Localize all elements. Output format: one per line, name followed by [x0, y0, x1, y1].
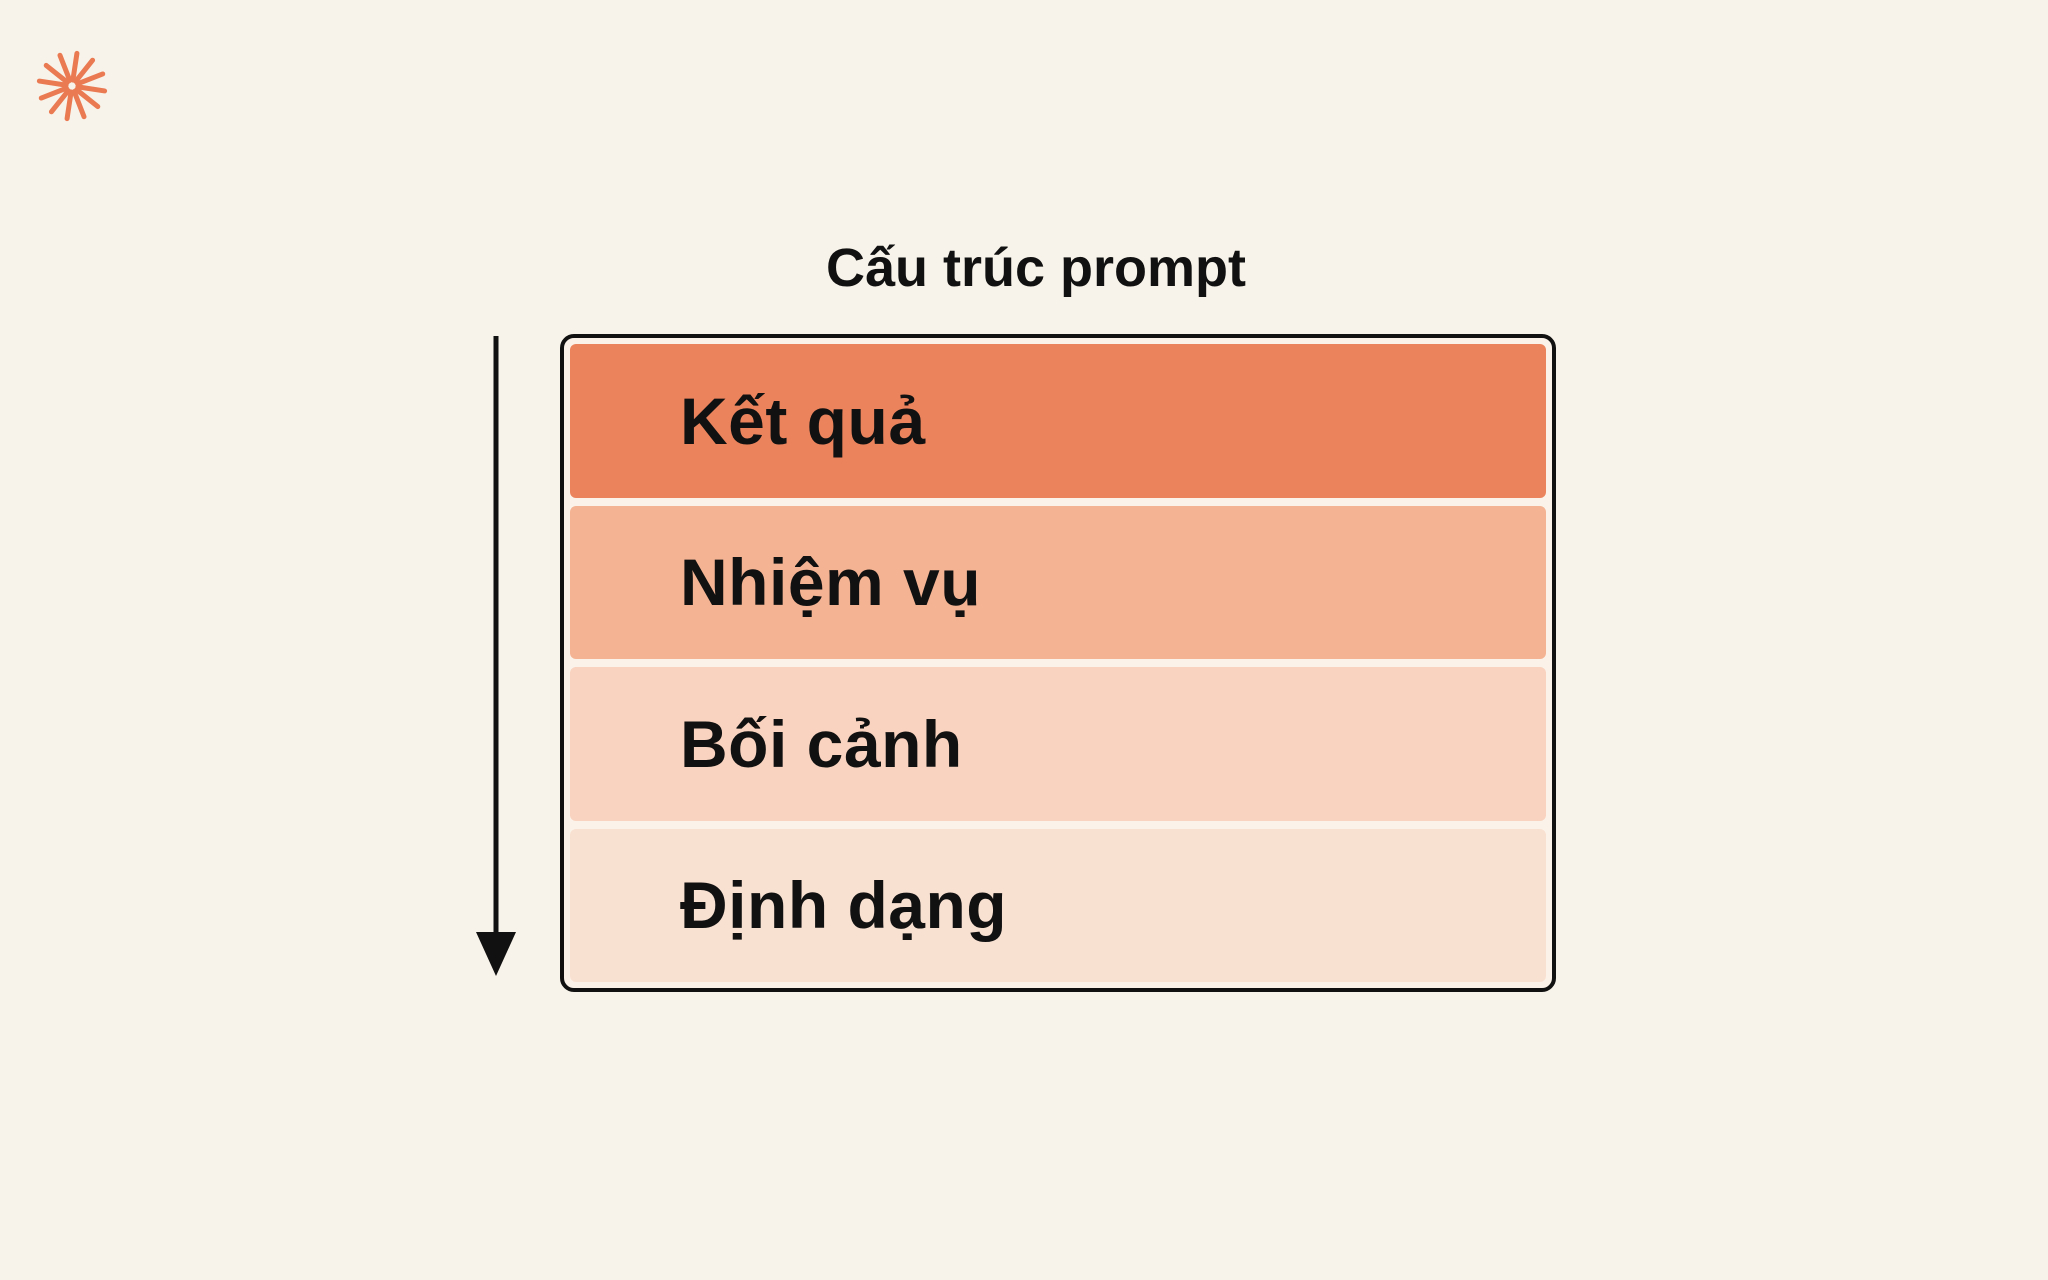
logo-ray — [64, 89, 74, 122]
layer-ket-qua: Kết quả — [570, 344, 1546, 498]
arrow-head — [476, 932, 516, 976]
asterisk-logo-svg — [36, 50, 108, 122]
logo-ray — [73, 57, 96, 84]
logo-ray — [36, 78, 69, 88]
logo-ray — [75, 84, 108, 94]
down-arrow-icon — [476, 336, 516, 976]
asterisk-logo-icon — [36, 50, 108, 122]
layer-label: Kết quả — [680, 383, 926, 458]
logo-ray — [38, 85, 69, 101]
layer-nhiem-vu: Nhiệm vụ — [570, 505, 1546, 659]
layer-label: Định dạng — [680, 868, 1008, 943]
layer-dinh-dang: Định dạng — [570, 828, 1546, 982]
prompt-structure-stack: Kết quả Nhiệm vụ Bối cảnh Định dạng — [560, 334, 1556, 992]
logo-ray — [75, 71, 106, 87]
logo-ray — [57, 52, 73, 83]
diagram-title: Cấu trúc prompt — [825, 238, 1246, 298]
logo-ray — [43, 62, 70, 85]
layer-label: Bối cảnh — [680, 706, 963, 781]
layer-boi-canh: Bối cảnh — [570, 667, 1546, 821]
layer-label: Nhiệm vụ — [680, 545, 982, 620]
logo-ray — [48, 88, 71, 115]
logo-ray — [70, 50, 80, 83]
logo-ray — [71, 89, 87, 120]
logo-ray — [74, 87, 101, 110]
